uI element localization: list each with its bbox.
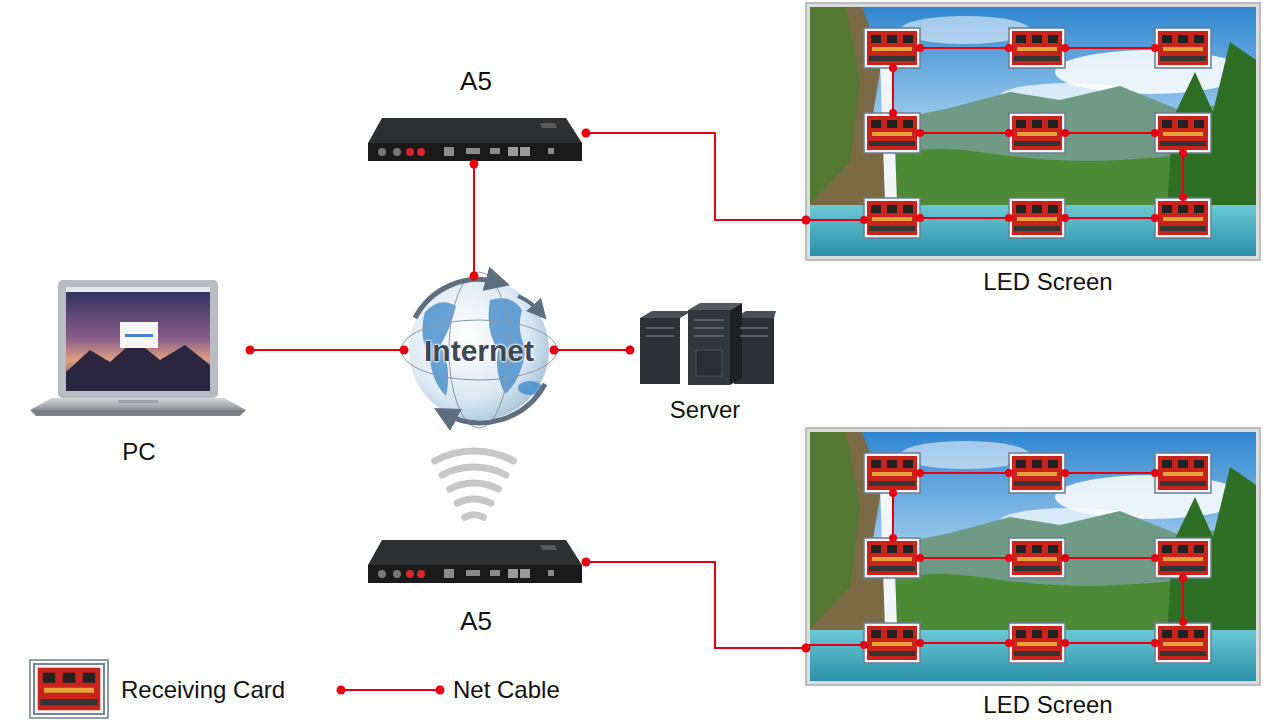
cable-dot [582, 558, 591, 567]
led-screen-picture [806, 428, 1260, 685]
led-screen: LED Screen [806, 3, 1260, 298]
net-cable [250, 349, 404, 351]
controller-box: A5 [366, 538, 586, 638]
node-label: PC [122, 438, 155, 466]
net-cable [554, 349, 630, 351]
cable-dot [582, 129, 591, 138]
legend-card-sample [30, 660, 108, 718]
server: Server [630, 300, 780, 426]
controller-picture [368, 540, 582, 583]
cable-dot [802, 216, 811, 225]
cable-dot [470, 160, 479, 169]
net-cable [586, 133, 806, 220]
internet-globe: Internet [404, 276, 554, 424]
controller-box: A5 [366, 62, 586, 164]
node-label: A5 [460, 66, 492, 96]
net-cable [586, 562, 806, 648]
node-label: LED Screen [983, 268, 1112, 296]
server-picture [640, 303, 776, 385]
legend-cable-sample [337, 686, 445, 695]
wireless-symbol [435, 451, 514, 517]
led-screen-picture [806, 3, 1260, 260]
legend-label: Net Cable [453, 676, 560, 704]
cable-dot [802, 644, 811, 653]
laptop-picture [30, 280, 246, 416]
legend-label: Receiving Card [121, 676, 285, 704]
cable-dot [400, 346, 409, 355]
led-screen: LED Screen [806, 428, 1260, 721]
globe-picture [401, 272, 557, 428]
node-label: LED Screen [983, 691, 1112, 719]
cable-dot [550, 346, 559, 355]
cable-dot [626, 346, 635, 355]
node-label: A5 [460, 606, 492, 636]
globe-label: Internet [424, 334, 534, 368]
cable-dot [246, 346, 255, 355]
node-label: Server [670, 396, 741, 424]
cable-dot [470, 272, 479, 281]
controller-picture [368, 118, 582, 161]
net-cable [473, 164, 475, 276]
pc-laptop: PC [28, 278, 250, 468]
